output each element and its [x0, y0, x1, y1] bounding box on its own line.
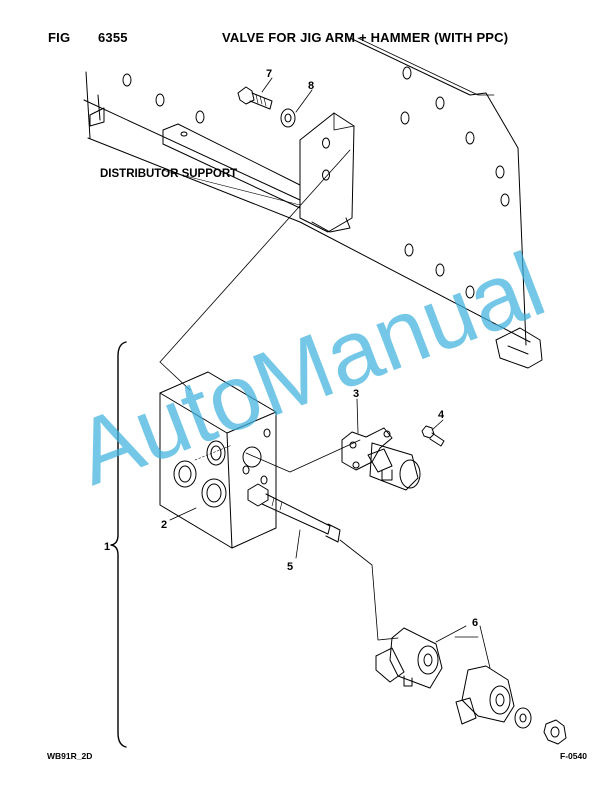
- figure-number: 6355: [98, 30, 128, 45]
- frame-plate: [83, 37, 543, 369]
- screw-4: [421, 425, 445, 447]
- footer-page-code: F-0540: [560, 751, 587, 761]
- distributor-support-label: DISTRIBUTOR SUPPORT: [100, 168, 237, 180]
- assembly-bracket: [110, 341, 127, 748]
- watermark-logo: AutoManual: [63, 233, 558, 504]
- valve-body-2: [159, 371, 277, 549]
- distributor-support: [162, 112, 355, 233]
- callout-2: 2: [161, 519, 167, 531]
- callout-6: 6: [472, 617, 478, 629]
- callout-leaders: [169, 77, 491, 669]
- solenoid-valve-3: [341, 427, 421, 491]
- callout-7: 7: [266, 68, 272, 80]
- solenoid-coil-6b: [455, 665, 515, 725]
- figure-title: VALVE FOR JIG ARM + HAMMER (WITH PPC): [222, 30, 509, 45]
- screw-7: [237, 86, 273, 110]
- callout-1: 1: [104, 541, 110, 553]
- solenoid-coil-6a: [375, 627, 443, 689]
- footer-model-code: WB91R_2D: [47, 751, 93, 761]
- callout-3: 3: [353, 388, 359, 400]
- callout-8: 8: [308, 80, 314, 92]
- callout-4: 4: [438, 409, 445, 421]
- washer-8: [280, 108, 296, 128]
- nut: [543, 719, 567, 745]
- cartridge-5: [247, 483, 341, 543]
- figure-label: FIG: [48, 30, 71, 45]
- washer: [514, 707, 532, 729]
- callout-5: 5: [287, 561, 293, 573]
